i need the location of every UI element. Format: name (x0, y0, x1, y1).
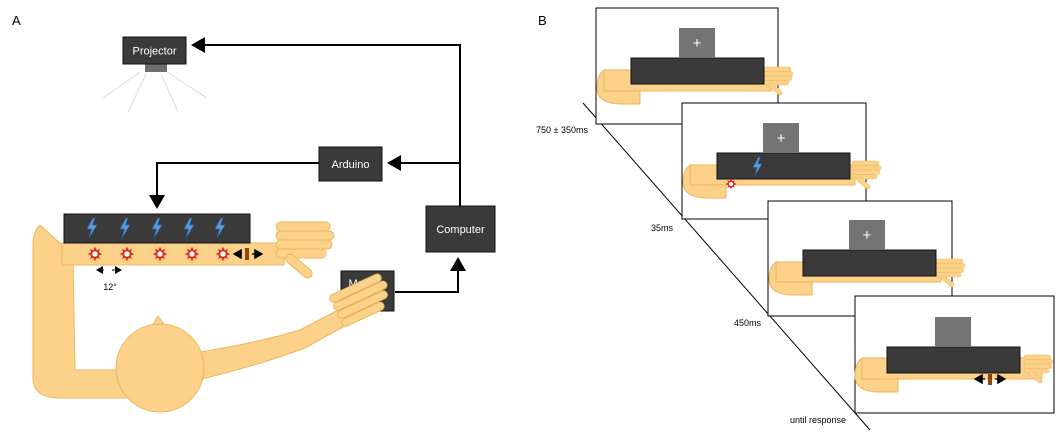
probe-double-arrow-icon (232, 248, 264, 260)
probe-double-arrow-icon (973, 373, 1007, 385)
panel-b-label: B (538, 13, 547, 28)
trial-frame-2: + (681, 102, 882, 220)
arduino-box (318, 146, 383, 182)
fixation-cross: + (863, 227, 872, 244)
computer-label: Computer (436, 224, 485, 236)
panel-a-label: A (12, 13, 21, 28)
fixation-cross: + (693, 35, 702, 52)
projector-lens (145, 64, 167, 72)
head (115, 323, 205, 413)
burst-icon (215, 246, 231, 262)
burst-icon (184, 246, 200, 262)
trial-frame-4 (854, 295, 1055, 414)
left-hand (275, 221, 335, 281)
arduino-label: Arduino (332, 159, 370, 171)
burst-icon (152, 246, 168, 262)
timeline-axis (582, 102, 871, 431)
right-arm (179, 304, 353, 383)
projector-box (122, 36, 187, 65)
projector-label: Projector (132, 46, 176, 58)
right-hand-on-mouse (329, 273, 388, 327)
spacing-label: 12° (103, 282, 117, 292)
burst-icon (725, 178, 737, 190)
fixation-cross: + (777, 130, 786, 147)
burst-icon (87, 246, 103, 262)
duration-label-1: 750 ± 350ms (536, 125, 588, 135)
duration-label-3: 450ms (734, 318, 762, 328)
duration-label-4: until response (790, 415, 846, 425)
duration-label-2: 35ms (651, 223, 674, 233)
connection-arrows (149, 37, 466, 293)
projector-light-rays (102, 71, 208, 113)
burst-icon (119, 246, 135, 262)
